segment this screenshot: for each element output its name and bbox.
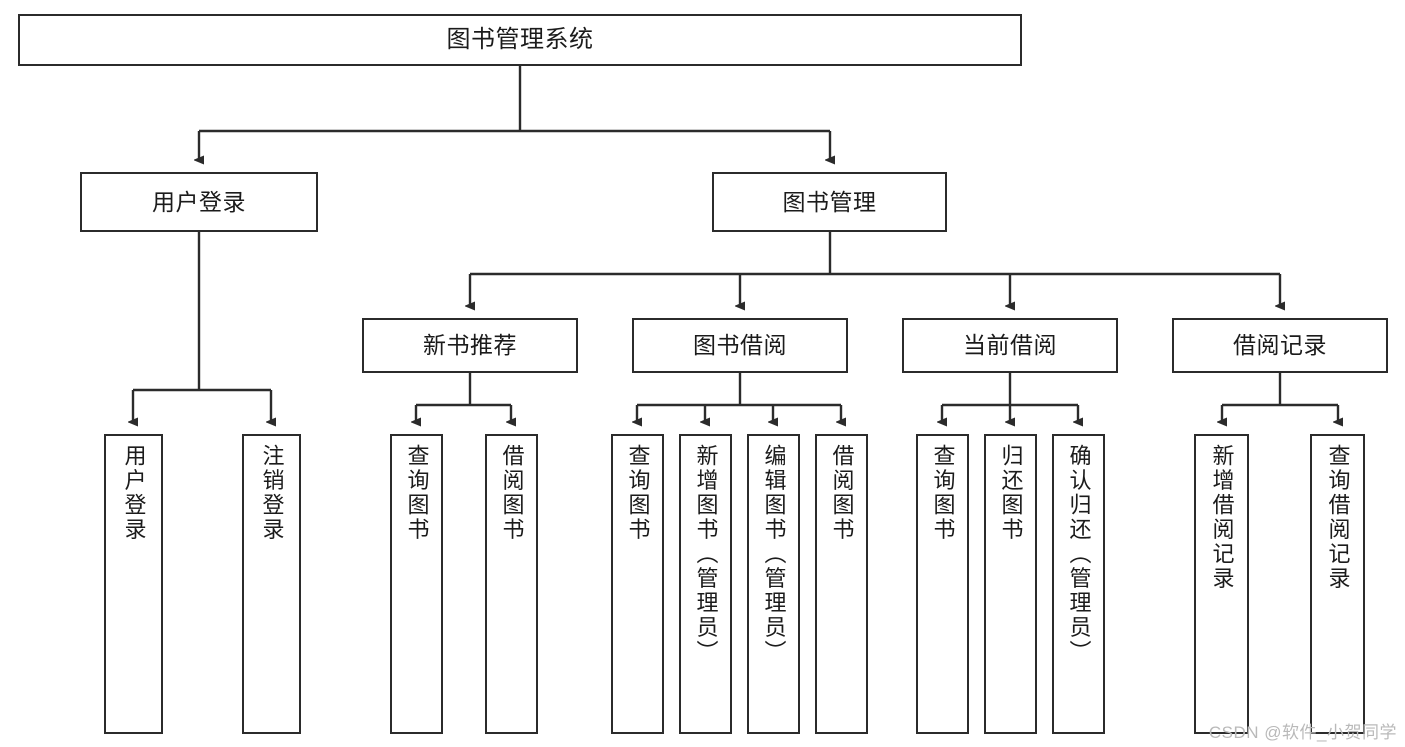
node-borrow-record[interactable]: 借阅记录 xyxy=(1172,318,1388,373)
node-label: 注销登录 xyxy=(259,444,285,542)
leaf-new-book-query[interactable]: 查询图书 xyxy=(390,434,443,734)
node-label: 借阅记录 xyxy=(1233,332,1327,359)
node-label: 图书管理 xyxy=(782,188,877,215)
leaf-borrow-record-add[interactable]: 新增借阅记录 xyxy=(1194,434,1249,734)
leaf-book-borrow-edit[interactable]: 编辑图书（管理员） xyxy=(747,434,800,734)
leaf-user-login-login[interactable]: 用户登录 xyxy=(104,434,163,734)
node-label: 归还图书 xyxy=(998,444,1024,542)
leaf-user-login-logout[interactable]: 注销登录 xyxy=(242,434,301,734)
node-label: 确认归还（管理员） xyxy=(1066,444,1092,665)
leaf-book-borrow-borrow[interactable]: 借阅图书 xyxy=(815,434,868,734)
node-label: 新书推荐 xyxy=(423,332,517,359)
csdn-watermark: CSDN @软件_小贺同学 xyxy=(1208,723,1397,742)
node-label: 借阅图书 xyxy=(499,444,525,542)
node-label: 查询图书 xyxy=(404,444,430,542)
node-label: 借阅图书 xyxy=(829,444,855,542)
node-book-management[interactable]: 图书管理 xyxy=(712,172,947,232)
leaf-book-borrow-query[interactable]: 查询图书 xyxy=(611,434,664,734)
leaf-new-book-borrow[interactable]: 借阅图书 xyxy=(485,434,538,734)
node-current-borrow[interactable]: 当前借阅 xyxy=(902,318,1118,373)
node-root-system[interactable]: 图书管理系统 xyxy=(18,14,1022,66)
node-label: 图书借阅 xyxy=(693,332,787,359)
node-label: 用户登录 xyxy=(121,444,147,542)
leaf-borrow-record-query[interactable]: 查询借阅记录 xyxy=(1310,434,1365,734)
node-label: 图书管理系统 xyxy=(446,26,594,54)
node-label: 当前借阅 xyxy=(963,332,1057,359)
node-label: 查询图书 xyxy=(625,444,651,542)
leaf-current-borrow-query[interactable]: 查询图书 xyxy=(916,434,969,734)
node-label: 新增图书（管理员） xyxy=(693,444,719,665)
node-book-borrow[interactable]: 图书借阅 xyxy=(632,318,848,373)
node-new-book-recommend[interactable]: 新书推荐 xyxy=(362,318,578,373)
node-label: 编辑图书（管理员） xyxy=(761,444,787,665)
leaf-current-borrow-confirm-return[interactable]: 确认归还（管理员） xyxy=(1052,434,1105,734)
node-label: 用户登录 xyxy=(152,188,246,215)
leaf-book-borrow-add[interactable]: 新增图书（管理员） xyxy=(679,434,732,734)
node-label: 新增借阅记录 xyxy=(1209,444,1235,591)
node-user-login[interactable]: 用户登录 xyxy=(80,172,318,232)
node-label: 查询图书 xyxy=(930,444,956,542)
node-label: 查询借阅记录 xyxy=(1325,444,1351,591)
leaf-current-borrow-return[interactable]: 归还图书 xyxy=(984,434,1037,734)
